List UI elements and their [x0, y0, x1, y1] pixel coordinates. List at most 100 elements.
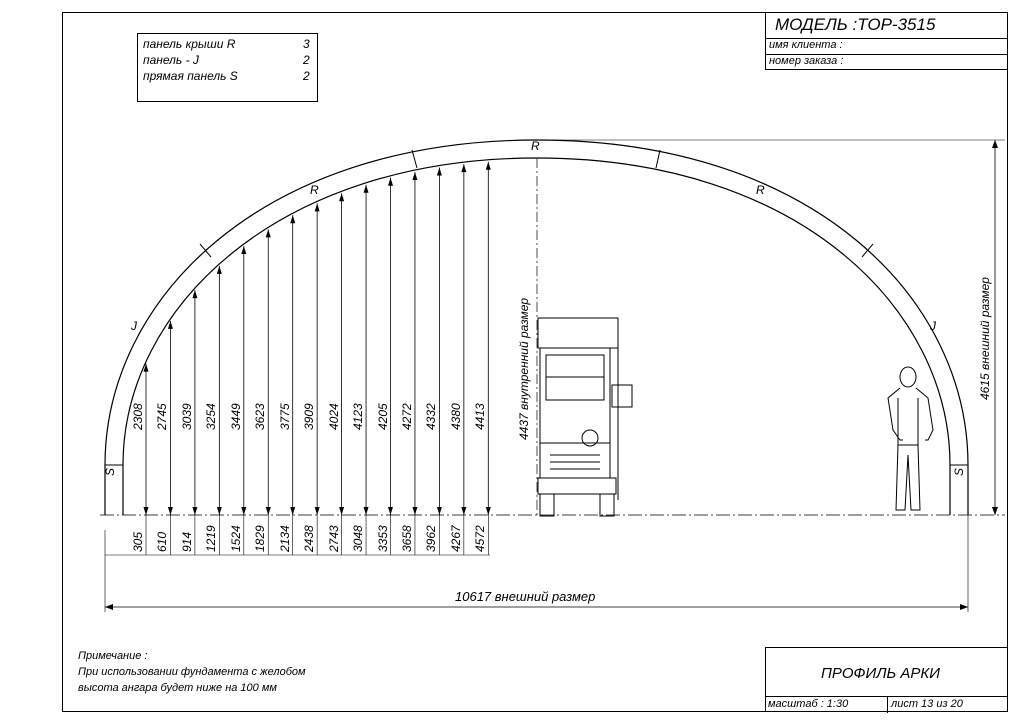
panel-joint [199, 243, 212, 258]
height-value-label: 3623 [253, 403, 268, 430]
height-value-label: 4332 [424, 403, 439, 430]
offset-value-label: 2438 [302, 525, 317, 552]
arrow-head [265, 229, 271, 238]
arrow-head [992, 507, 998, 515]
height-value-label: 4024 [326, 403, 341, 430]
arrow-head [339, 507, 345, 515]
offset-value-label: 2743 [326, 525, 341, 552]
arrow-head [167, 507, 173, 515]
sheet-number-label: лист 13 из 20 [891, 698, 963, 710]
arrow-head [412, 507, 418, 515]
drawing-frame [62, 12, 1008, 712]
arrow-head [216, 265, 222, 274]
panel-mark-s-right: S [952, 467, 967, 477]
title-block-header [765, 12, 1008, 70]
arrow-head [436, 507, 442, 515]
title-block-divider [766, 38, 1008, 39]
offset-value-label: 2134 [277, 525, 292, 552]
arrow-head [192, 290, 198, 299]
arrow-head [339, 193, 345, 202]
arrow-head [461, 507, 467, 515]
height-value-label: 3909 [302, 403, 317, 430]
offset-value-label: 3353 [375, 525, 390, 552]
height-value-label: 2745 [155, 403, 170, 430]
offset-value-label: 4267 [448, 525, 463, 552]
offset-value-label: 4572 [473, 525, 488, 552]
order-number-label: номер заказа : [769, 55, 844, 67]
arrow-head [216, 507, 222, 515]
arrow-head [290, 215, 296, 224]
arrow-head [363, 184, 369, 193]
legend-label-j: панель - J [143, 53, 199, 67]
note-heading: Примечание : [78, 650, 148, 662]
arrow-head [485, 161, 491, 170]
arch-inner-line [122, 157, 951, 515]
title-block-divider [887, 696, 888, 713]
arrow-head [167, 320, 173, 329]
arrow-head [143, 507, 149, 515]
model-name: МОДЕЛЬ :TOP-3515 [775, 15, 936, 34]
arrow-head [436, 167, 442, 176]
arrow-head [265, 507, 271, 515]
offset-value-label: 1829 [253, 525, 268, 552]
panel-mark-s-left: S [103, 467, 118, 477]
legend-count-s: 2 [303, 69, 310, 83]
panel-mark-j-right: J [930, 319, 936, 333]
height-value-label: 3449 [228, 403, 243, 430]
panel-joint [655, 149, 661, 169]
arch-outer-line [104, 139, 969, 515]
title-block-footer [765, 647, 1008, 713]
height-value-label: 2308 [131, 403, 145, 430]
height-value-label: 3254 [204, 403, 219, 430]
title-block-divider [766, 54, 1008, 55]
offset-value-label: 610 [155, 531, 170, 552]
panel-joint [861, 243, 874, 258]
panel-legend: панель крыши R 3 панель - J 2 прямая пан… [137, 33, 318, 102]
arrow-head [485, 507, 491, 515]
arrow-head [992, 140, 998, 148]
legend-label-roof: панель крыши R [143, 37, 236, 51]
arrow-head [241, 246, 247, 255]
height-value-label: 4272 [399, 403, 414, 430]
height-value-label: 4413 [473, 403, 488, 430]
legend-label-s: прямая панель S [143, 69, 238, 83]
offset-value-label: 914 [179, 531, 194, 552]
height-value-label: 3775 [277, 403, 292, 430]
arrow-head [960, 604, 968, 610]
arrow-head [105, 604, 113, 610]
panel-mark-r-right: R [756, 183, 765, 197]
person-figure [887, 366, 934, 511]
arrow-head [461, 164, 467, 173]
note-line-2: высота ангара будет ниже на 100 мм [78, 682, 277, 694]
arrow-head [290, 507, 296, 515]
offset-value-label: 1524 [228, 525, 243, 552]
outer-width-label: 10617 внешний размер [455, 589, 596, 604]
panel-mark-j-left: J [131, 319, 137, 333]
offset-value-label: 3658 [399, 525, 414, 552]
panel-joint [411, 149, 418, 169]
arrow-head [241, 507, 247, 515]
legend-count-j: 2 [303, 53, 310, 67]
offset-value-label: 305 [131, 531, 145, 552]
height-value-label: 4205 [375, 403, 390, 430]
arrow-head [314, 507, 320, 515]
offset-value-label: 1219 [204, 525, 219, 552]
outer-height-label: 4615 внешний размер [978, 277, 992, 400]
arrow-head [314, 203, 320, 212]
drawing-title: ПРОФИЛЬ АРКИ [821, 665, 940, 682]
note-line-1: При использовании фундамента с желобом [78, 666, 306, 678]
arrow-head [388, 177, 393, 186]
truck-figure [537, 317, 633, 517]
height-value-label: 4380 [448, 403, 463, 430]
arrow-head [363, 507, 369, 515]
legend-count-roof: 3 [303, 37, 310, 51]
inner-height-label: 4437 внутренний размер [517, 297, 531, 440]
panel-mark-r-left: R [310, 183, 319, 197]
arrow-head [412, 172, 418, 181]
arrow-head [143, 363, 149, 372]
arrow-head [192, 507, 198, 515]
panel-mark-r-top: R [531, 139, 540, 153]
offset-value-label: 3962 [424, 525, 439, 552]
